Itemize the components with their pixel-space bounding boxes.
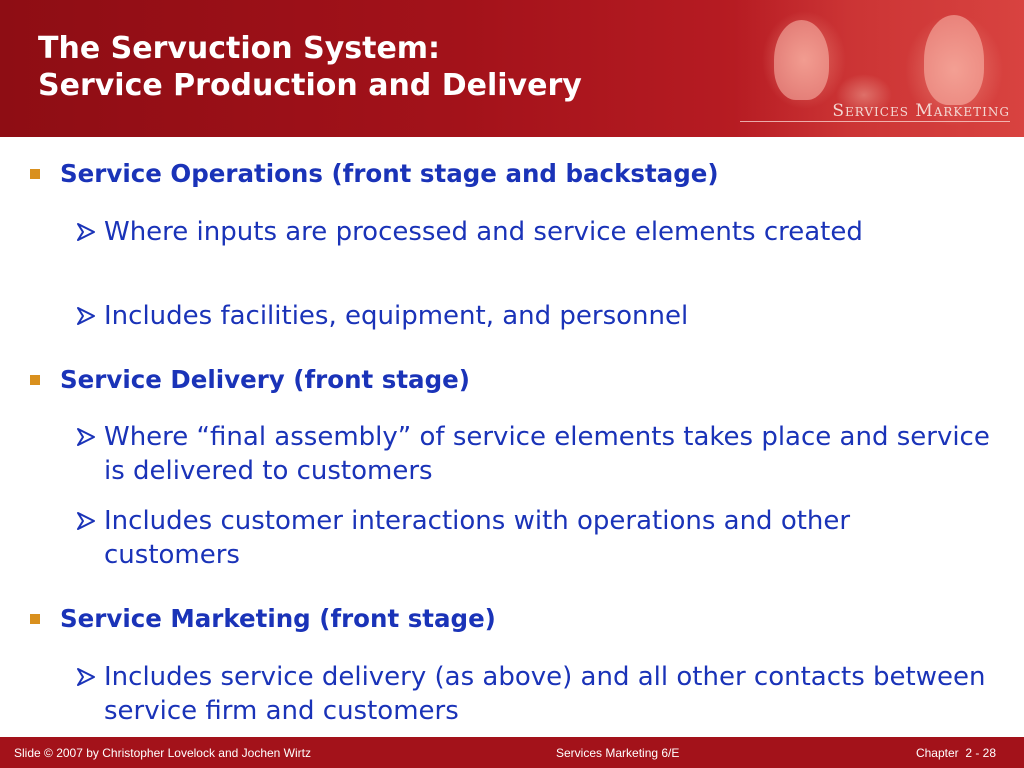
brand-wordmark: Services Marketing [832,101,1010,121]
arrowhead-bullet-icon [77,428,95,446]
brand-underline [740,121,1010,122]
arrowhead-bullet-icon [77,512,95,530]
slide-footer: Slide © 2007 by Christopher Lovelock and… [0,737,1024,768]
person-right-image [924,15,984,105]
person-left-image [774,20,829,100]
square-bullet-icon [30,614,40,624]
square-bullet-icon [30,169,40,179]
arrowhead-bullet-icon [77,223,95,241]
arrowhead-bullet-icon [77,668,95,686]
title-line-2: Service Production and Delivery [38,68,582,103]
slide-header: The Servuction System: Service Productio… [0,0,1024,137]
slide-title: The Servuction System: Service Productio… [38,30,758,104]
square-bullet-icon [30,375,40,385]
arrowhead-bullet-icon [77,307,95,325]
title-line-1: The Servuction System: [38,31,441,66]
header-photo [734,0,1024,137]
footer-book-title: Services Marketing 6/E [556,746,680,760]
footer-slide-number: Chapter 2 - 28 [915,746,996,760]
slide-body: Service Operations (front stage and back… [0,137,1024,737]
footer-copyright: Slide © 2007 by Christopher Lovelock and… [14,746,311,760]
